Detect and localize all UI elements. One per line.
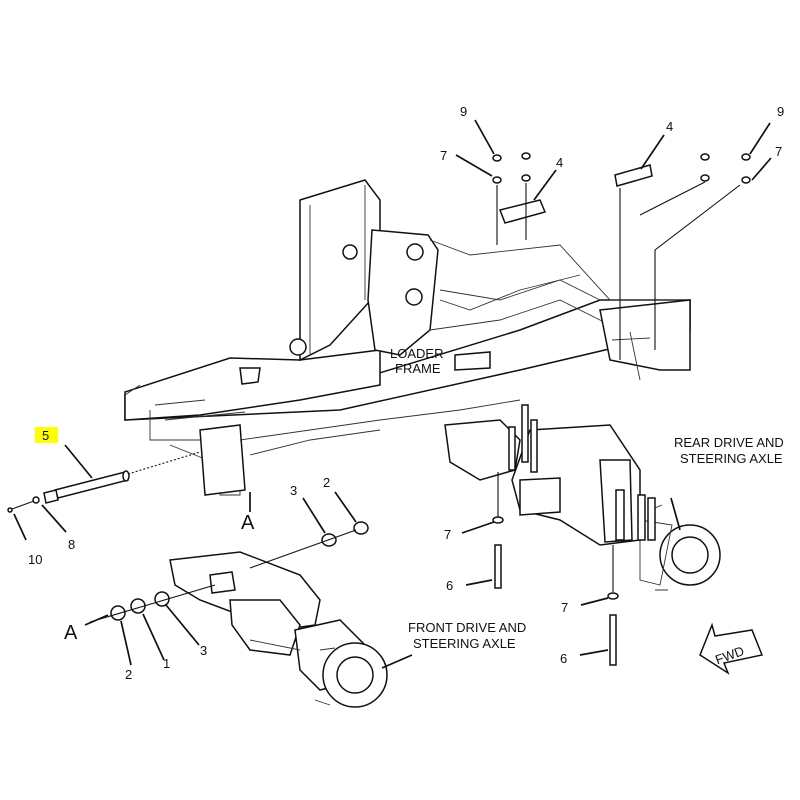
front-drive-steering-axle xyxy=(169,551,388,708)
front-axle-label-1: FRONT DRIVE AND xyxy=(408,620,526,635)
callout-2-upper: 2 xyxy=(323,475,330,490)
rear-axle-label-2: STEERING AXLE xyxy=(680,451,783,466)
callout-5-highlight xyxy=(35,427,58,443)
callout-6-mid: 6 xyxy=(446,578,453,593)
callout-1-lower: 1 xyxy=(163,656,170,671)
rear-drive-steering-axle xyxy=(444,419,721,591)
rear-axle-label-1: REAR DRIVE AND xyxy=(674,435,784,450)
callout-4-right: 4 xyxy=(666,119,673,134)
callout-9-right: 9 xyxy=(777,104,784,119)
pin-assembly xyxy=(7,451,201,513)
loader-frame-label-2: FRAME xyxy=(395,361,441,376)
loader-frame xyxy=(124,179,691,496)
callout-7-lower: 7 xyxy=(561,600,568,615)
callout-9-left: 9 xyxy=(460,104,467,119)
callout-7-mid: 7 xyxy=(444,527,451,542)
loader-frame-label-1: LOADER xyxy=(390,346,443,361)
callouts: 9 7 4 4 9 7 5 10 8 3 2 7 6 2 1 3 7 6 xyxy=(28,104,784,682)
callout-2-lower: 2 xyxy=(125,667,132,682)
callout-3-upper: 3 xyxy=(290,483,297,498)
leader-lines xyxy=(13,119,772,669)
washers-upper xyxy=(249,521,369,569)
mount-hardware-center xyxy=(492,152,547,589)
callout-7-upper-right: 7 xyxy=(775,144,782,159)
view-a-lower-label: A xyxy=(64,622,78,644)
callout-10: 10 xyxy=(28,552,42,567)
view-a-upper-label: A xyxy=(241,512,255,534)
callout-6-lower: 6 xyxy=(560,651,567,666)
mount-hardware-right xyxy=(607,153,751,666)
callout-3-lower: 3 xyxy=(200,643,207,658)
callout-4-center: 4 xyxy=(556,155,563,170)
washers-lower xyxy=(89,584,216,623)
fwd-arrow: FWD xyxy=(699,622,764,675)
callout-5: 5 xyxy=(42,428,49,443)
callout-7-upper-left: 7 xyxy=(440,148,447,163)
text-labels: LOADER FRAME REAR DRIVE AND STEERING AXL… xyxy=(64,346,784,651)
front-axle-label-2: STEERING AXLE xyxy=(413,636,516,651)
callout-8: 8 xyxy=(68,537,75,552)
